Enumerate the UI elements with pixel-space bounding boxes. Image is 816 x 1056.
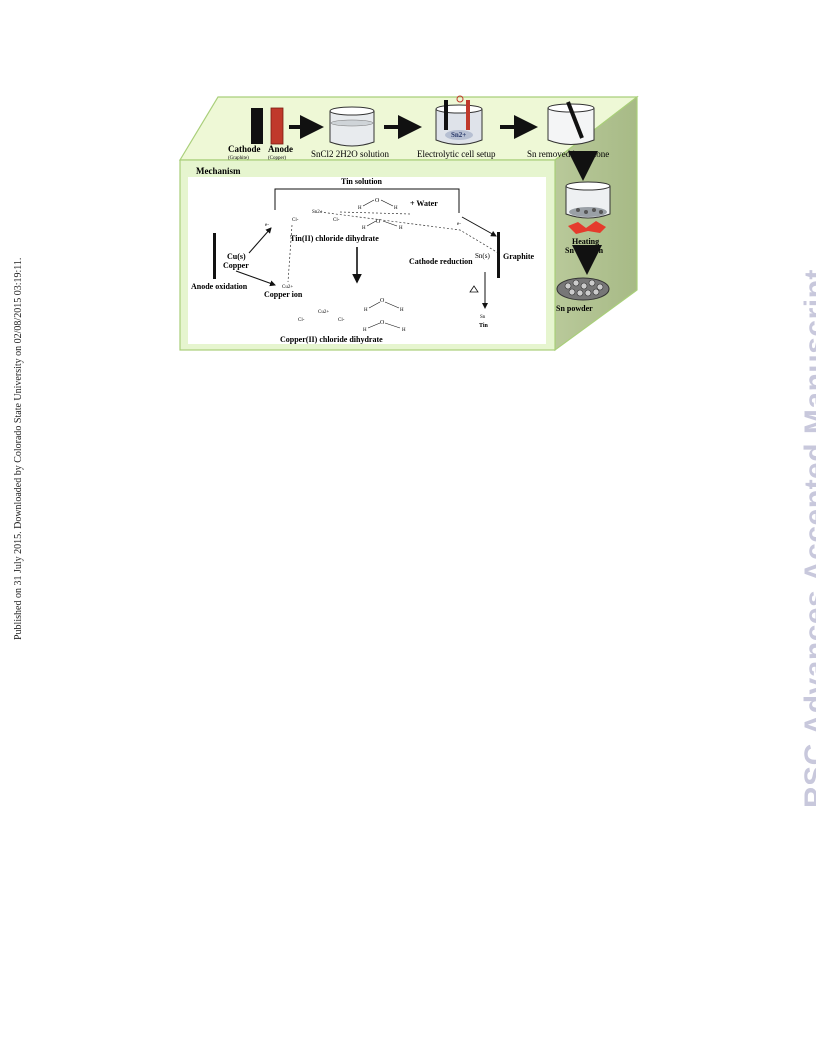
cu2-ion-label: Cu2+	[318, 310, 329, 315]
sn2-ion-label: Sn2+	[312, 210, 323, 215]
heat-triangle-icon	[469, 285, 479, 293]
cell-ion-label: Sn2+	[451, 131, 466, 139]
sn-solution-label: Sn solution	[565, 246, 604, 255]
hydrogen-label: H	[399, 226, 403, 231]
dashed-connector	[287, 224, 293, 283]
electron-arrow	[461, 216, 497, 237]
mechanism-panel	[188, 177, 546, 344]
cu-s-label: Cu(s)	[227, 252, 246, 261]
water-bond	[362, 199, 375, 207]
hydrogen-label: H	[400, 308, 404, 313]
electron-label: e-	[265, 223, 269, 228]
oxygen-label: O	[376, 219, 381, 225]
copper-chloride-label: Copper(II) chloride dihydrate	[280, 335, 383, 344]
water-bond	[384, 301, 400, 309]
dashed-connector	[319, 211, 501, 255]
tin-solution-bracket	[274, 188, 460, 213]
tin-solution-label: Tin solution	[341, 177, 383, 186]
anode-electrode	[270, 107, 284, 145]
hydrogen-label: H	[402, 328, 406, 333]
anode-bar	[213, 233, 216, 279]
chloride-label: Cl-	[333, 218, 340, 223]
oxygen-label: O	[380, 320, 385, 326]
cu2-ion-label: Cu2+	[282, 285, 293, 290]
graphite-bar	[497, 232, 500, 278]
anode-label: Anode	[268, 144, 293, 154]
hydrogen-label: H	[363, 328, 367, 333]
hydrogen-label: H	[394, 206, 398, 211]
water-bond	[368, 301, 381, 309]
sn-powder-label: Sn powder	[556, 304, 593, 313]
cathode-electrode	[251, 108, 263, 144]
hydrogen-label: H	[362, 226, 366, 231]
chloride-label: Cl-	[338, 318, 345, 323]
cathode-reduction-label: Cathode reduction	[409, 257, 473, 266]
heating-beaker-icon	[565, 181, 611, 219]
hydrogen-label: H	[364, 308, 368, 313]
sn-label: Sn	[480, 315, 486, 320]
chloride-label: Cl-	[298, 318, 305, 323]
heating-label: Heating	[572, 237, 599, 246]
heat-flame-icon	[568, 221, 606, 234]
water-label: + Water	[410, 199, 438, 208]
water-bond	[380, 199, 394, 207]
cathode-sub-label: (Graphite)	[228, 156, 249, 161]
cathode-label: Cathode	[228, 144, 261, 154]
step2-label: Electrolytic cell setup	[417, 149, 496, 159]
oxygen-label: O	[380, 298, 385, 304]
sn-s-label: Sn(s)	[475, 252, 490, 260]
water-bond	[384, 322, 401, 329]
tin-chloride-label: Tin(II) chloride dihydrate	[290, 234, 379, 243]
chloride-label: Cl-	[292, 218, 299, 223]
electron-arrow	[248, 227, 272, 254]
water-bond	[366, 220, 377, 227]
oxygen-label: O	[375, 198, 380, 204]
anode-sub-label: (Copper)	[268, 156, 286, 161]
copper-ion-label: Copper ion	[264, 290, 303, 299]
step3-label: Sn removed in acetone	[527, 149, 609, 159]
hydrogen-label: H	[358, 206, 362, 211]
oxidation-arrow	[235, 270, 276, 287]
tin-label: Tin	[479, 323, 489, 329]
copper-label: Copper	[223, 261, 249, 270]
water-bond	[367, 322, 381, 329]
graphite-label: Graphite	[503, 252, 535, 261]
water-bond	[382, 220, 398, 227]
anode-oxidation-label: Anode oxidation	[191, 282, 248, 291]
acetone-beaker-icon	[547, 101, 595, 145]
beaker-solution-icon	[329, 106, 375, 147]
electron-label: e-	[457, 222, 461, 227]
mechanism-title: Mechanism	[196, 166, 241, 176]
electrolytic-cell-icon	[435, 95, 483, 145]
sn-powder-icon	[556, 277, 610, 301]
step1-label: SnCl2 2H2O solution	[311, 149, 390, 159]
